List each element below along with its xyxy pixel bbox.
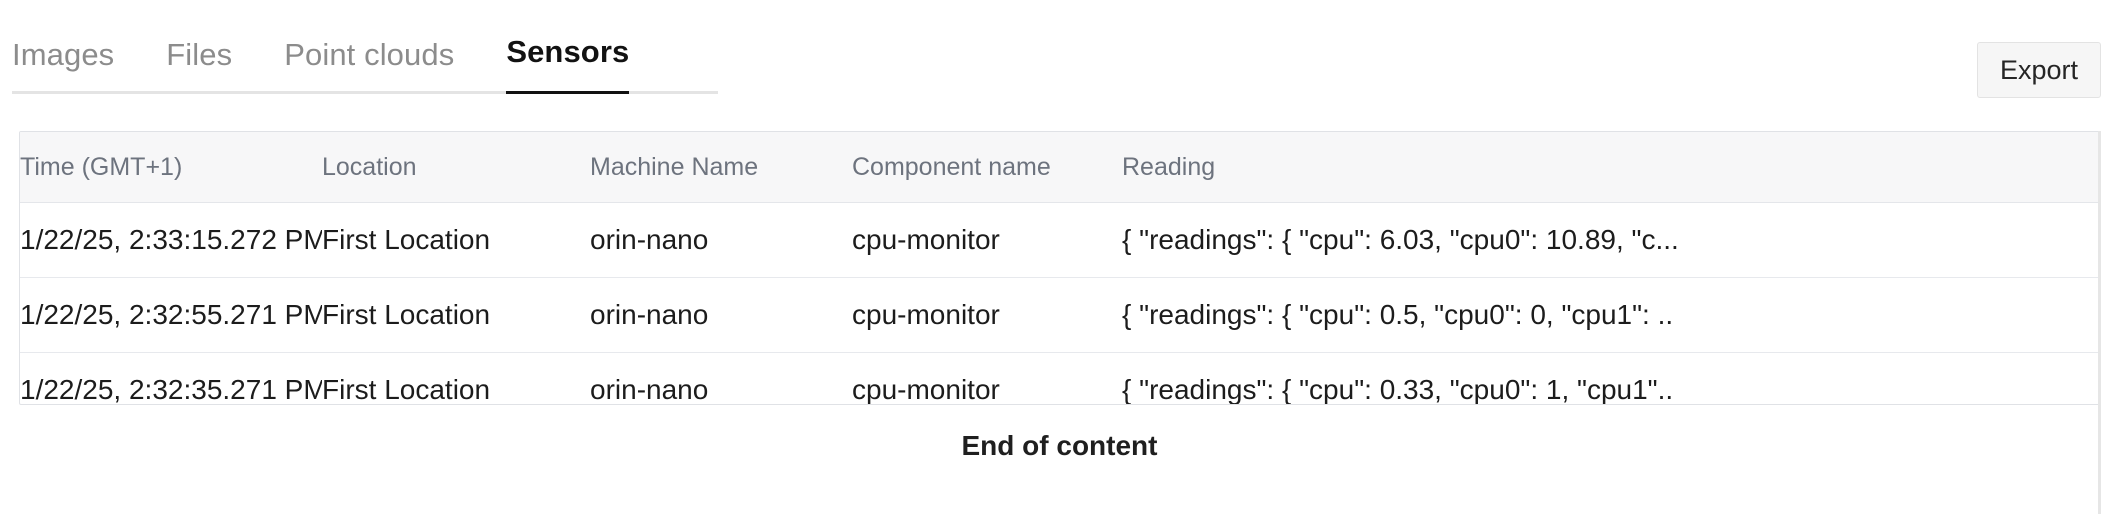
tab-images[interactable]: Images	[12, 39, 114, 94]
column-header-location[interactable]: Location	[322, 132, 590, 203]
tab-point-clouds[interactable]: Point clouds	[284, 39, 454, 94]
cell-component-name: cpu-monitor	[852, 202, 1122, 278]
table-row[interactable]: 1/22/25, 2:32:55.271 PM First Location o…	[20, 277, 2099, 353]
export-button[interactable]: Export	[1977, 42, 2101, 98]
tab-sensors[interactable]: Sensors	[506, 36, 630, 94]
end-of-content-label: End of content	[961, 430, 1158, 461]
reading-value: { "readings": { "cpu": 0.33, "cpu0": 1, …	[1122, 374, 1674, 405]
cell-location: First Location	[322, 277, 590, 353]
vertical-scrollbar[interactable]	[2098, 131, 2101, 514]
cell-machine-name: orin-nano	[590, 277, 852, 353]
cell-reading: { "readings": { "cpu": 6.03, "cpu0": 10.…	[1122, 202, 2099, 278]
cell-machine-name: orin-nano	[590, 374, 709, 405]
reading-value: { "readings": { "cpu": 6.03, "cpu0": 10.…	[1122, 224, 1679, 255]
table-body: 1/22/25, 2:33:15.272 PM First Location o…	[20, 202, 2099, 405]
column-header-reading[interactable]: Reading	[1122, 132, 2099, 203]
sensors-table-container: Time (GMT+1) Location Machine Name Compo…	[19, 131, 2100, 405]
table-row[interactable]: 1/22/25, 2:33:15.272 PM First Location o…	[20, 202, 2099, 278]
cell-time: 1/22/25, 2:32:55.271 PM	[20, 277, 322, 353]
cell-component-name: cpu-monitor	[852, 277, 1122, 353]
table-row[interactable]: 1/22/25, 2:32:35.271 PM First Location o…	[20, 353, 2099, 405]
cell-component-name: cpu-monitor	[852, 374, 1000, 405]
table-header-row: Time (GMT+1) Location Machine Name Compo…	[20, 132, 2099, 203]
cell-machine-name: orin-nano	[590, 202, 852, 278]
cell-reading: { "readings": { "cpu": 0.5, "cpu0": 0, "…	[1122, 277, 2099, 353]
reading-value: { "readings": { "cpu": 0.5, "cpu0": 0, "…	[1122, 299, 1674, 330]
tab-files[interactable]: Files	[166, 39, 232, 94]
cell-location: First Location	[322, 202, 590, 278]
table-header: Time (GMT+1) Location Machine Name Compo…	[20, 132, 2099, 203]
column-header-machine-name[interactable]: Machine Name	[590, 132, 852, 203]
sensors-table: Time (GMT+1) Location Machine Name Compo…	[20, 132, 2099, 405]
column-header-time[interactable]: Time (GMT+1)	[20, 132, 322, 203]
cell-time: 1/22/25, 2:32:35.271 PM	[20, 374, 322, 405]
cell-reading: { "readings": { "cpu": 0.33, "cpu0": 1, …	[1122, 353, 2099, 405]
column-header-component-name[interactable]: Component name	[852, 132, 1122, 203]
cell-location: First Location	[322, 374, 491, 405]
cell-time: 1/22/25, 2:33:15.272 PM	[20, 202, 322, 278]
tab-bar: Images Files Point clouds Sensors	[12, 14, 718, 94]
